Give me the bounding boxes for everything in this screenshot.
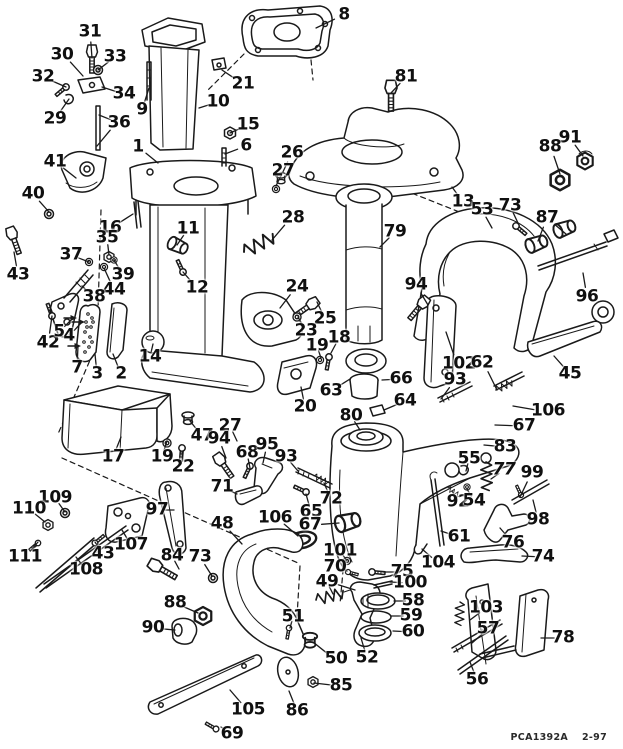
tiller-bracket-41 [3, 150, 107, 257]
lower-mount-cluster [239, 171, 334, 396]
nuts-top-right [549, 150, 594, 192]
driveshaft-housing-10 [141, 17, 227, 151]
copilot-clamp-48 [222, 528, 319, 689]
hardware-top-left [53, 44, 152, 151]
front-mount-cover-17 [61, 385, 195, 462]
leader-lines [13, 18, 587, 732]
reverse-lock-levers [429, 460, 550, 564]
drawing-code: PCA1392A 2-97 [511, 732, 607, 743]
gasket-8 [241, 5, 333, 59]
mount-plates-2-3 [63, 302, 128, 363]
steering-link-cluster [27, 480, 219, 645]
drawing-date-text: 2-97 [582, 732, 607, 743]
copilot-cluster [210, 450, 364, 553]
clamp-bracket-53 [413, 207, 619, 389]
drawing-code-text: PCA1392A [510, 732, 569, 743]
steering-tube-79 [335, 183, 393, 417]
exhaust-housing-1 [129, 159, 265, 393]
stern-bracket-78 [451, 583, 550, 675]
transom-bracket-top-13 [288, 79, 464, 199]
mount-plate-105 [147, 654, 263, 734]
studs-and-nuts-center [103, 126, 237, 278]
upper-mount-38 [43, 256, 118, 338]
swivel-bracket-body [329, 422, 520, 581]
knob-14 [141, 330, 165, 354]
